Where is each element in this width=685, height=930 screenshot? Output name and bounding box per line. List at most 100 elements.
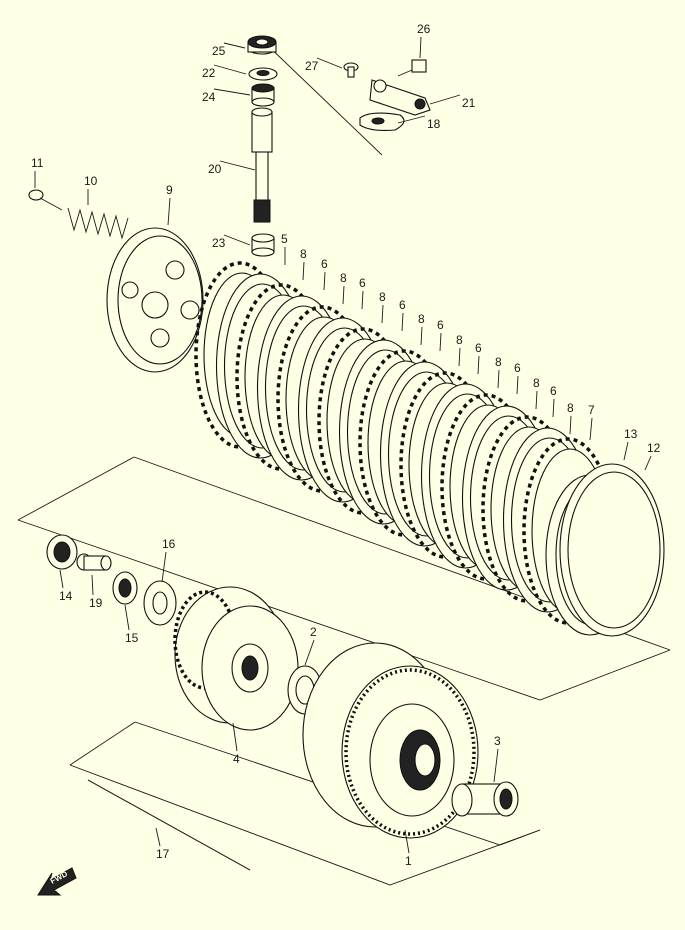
- part-24-bearing: [251, 83, 275, 107]
- callout-6f: 6: [514, 361, 521, 395]
- callout-26: 26: [417, 22, 431, 59]
- callout-6d: 6: [437, 318, 444, 352]
- part-3-bushing: [451, 781, 519, 817]
- callout-8e: 8: [456, 333, 463, 367]
- callout-leader: [361, 290, 364, 310]
- callout-leader: [589, 417, 593, 441]
- callout-leader: [419, 36, 422, 59]
- callout-leader: [477, 355, 480, 375]
- callout-21: 21: [429, 94, 476, 110]
- callout-25: 25: [212, 42, 246, 58]
- callout-leader: [644, 455, 652, 471]
- part-1-clutch-housing: [302, 642, 479, 839]
- callout-leader: [535, 390, 538, 410]
- callout-leader: [552, 398, 555, 418]
- callout-number: 6: [321, 257, 328, 271]
- callout-number: 8: [300, 247, 307, 261]
- callout-leader: [569, 415, 572, 435]
- callout-leader: [167, 197, 171, 226]
- callout-leader: [155, 827, 161, 847]
- callout-leader: [458, 347, 461, 367]
- part-26-bolt: [397, 59, 427, 77]
- callout-4: 4: [232, 722, 240, 766]
- part-17-push-rod: [87, 779, 251, 871]
- callout-6a: 6: [321, 257, 328, 291]
- callout-leader: [213, 64, 247, 75]
- callout-number: 25: [212, 44, 226, 58]
- callout-number: 8: [533, 376, 540, 390]
- callout-number: 19: [89, 596, 103, 610]
- callout-leader: [439, 332, 442, 352]
- callout-number: 10: [84, 174, 98, 188]
- part-22-washer: [248, 67, 278, 81]
- callout-15: 15: [124, 604, 139, 645]
- callout-number: 8: [456, 333, 463, 347]
- callout-leader: [124, 604, 130, 631]
- callout-8b: 8: [340, 271, 347, 305]
- callout-number: 7: [588, 403, 595, 417]
- callout-leader: [404, 829, 410, 854]
- callout-leader: [223, 234, 251, 246]
- callout-leader: [397, 115, 426, 124]
- callout-leader: [429, 94, 461, 105]
- callout-7: 7: [588, 403, 595, 441]
- callout-number: 15: [125, 631, 139, 645]
- callout-number: 6: [437, 318, 444, 332]
- callout-leader: [302, 261, 305, 281]
- callout-6c: 6: [399, 298, 406, 332]
- callout-number: 8: [567, 401, 574, 415]
- callout-leader: [316, 57, 343, 69]
- callout-number: 23: [212, 236, 226, 250]
- callout-11: 11: [31, 156, 44, 188]
- callout-number: 8: [379, 290, 386, 304]
- callout-6e: 6: [475, 341, 482, 375]
- callout-13: 13: [623, 427, 638, 461]
- callout-leader: [161, 551, 167, 583]
- callout-8f: 8: [495, 355, 502, 389]
- callout-number: 3: [494, 734, 501, 748]
- callout-number: 6: [399, 298, 406, 312]
- part-11-bolt: [28, 189, 63, 211]
- callout-number: 20: [208, 162, 222, 176]
- callout-leader: [516, 375, 519, 395]
- fwd-arrow-icon: FWD: [37, 867, 77, 896]
- part-4-clutch-hub: [173, 586, 299, 731]
- callout-number: 2: [310, 625, 317, 639]
- callout-leader: [91, 574, 94, 596]
- callout-9: 9: [166, 183, 173, 226]
- callout-18: 18: [397, 115, 441, 131]
- callout-22: 22: [202, 64, 247, 80]
- callout-number: 26: [417, 22, 431, 36]
- callout-6b: 6: [359, 276, 366, 310]
- callout-number: 16: [162, 537, 176, 551]
- part-23-bearing: [251, 233, 275, 257]
- callout-number: 27: [305, 59, 319, 73]
- callout-1: 1: [404, 829, 412, 868]
- callout-14: 14: [59, 569, 73, 603]
- callout-27: 27: [305, 57, 343, 73]
- callout-number: 13: [624, 427, 638, 441]
- callout-6g: 6: [550, 384, 557, 418]
- part-20-shaft: [251, 107, 273, 223]
- callout-8a: 8: [300, 247, 307, 281]
- callout-leader: [342, 285, 345, 305]
- callout-leader: [323, 271, 326, 291]
- callout-leader: [304, 639, 315, 666]
- callout-number: 8: [340, 271, 347, 285]
- callout-number: 9: [166, 183, 173, 197]
- part-19-pin: [76, 553, 112, 571]
- callout-leader: [213, 88, 251, 96]
- callout-number: 14: [59, 589, 73, 603]
- callout-leader: [59, 569, 64, 589]
- callout-8h: 8: [567, 401, 574, 435]
- callout-24: 24: [202, 88, 251, 104]
- part-27-screw: [343, 62, 359, 78]
- callout-number: 24: [202, 90, 216, 104]
- callout-number: 1: [405, 854, 412, 868]
- callout-number: 6: [359, 276, 366, 290]
- part-10-spring: [67, 207, 129, 240]
- callout-number: 8: [418, 312, 425, 326]
